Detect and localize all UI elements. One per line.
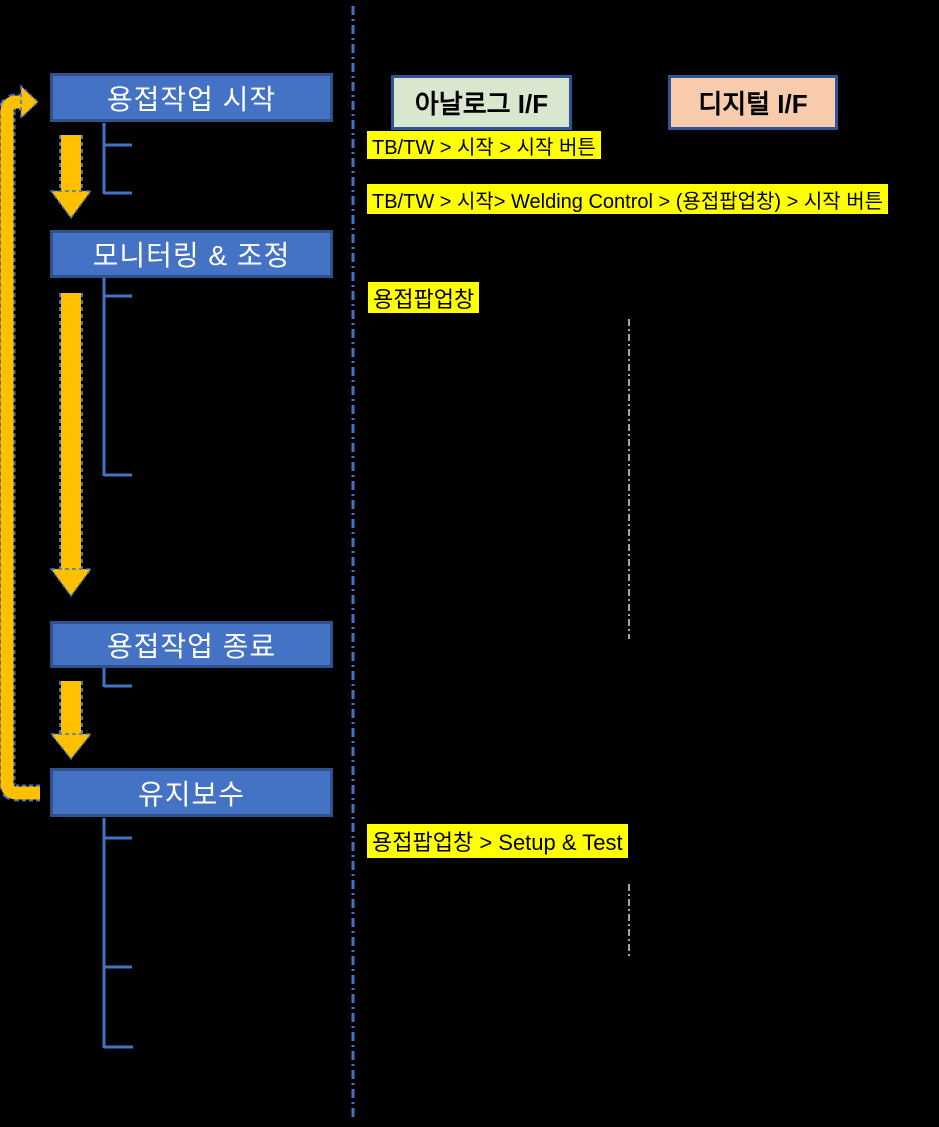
header-analog-if: 아날로그 I/F [391,75,572,130]
flow-box-end: 용접작업 종료 [50,621,333,668]
annotation-maintenance-popup: 용접팝업창 > Setup & Test [367,824,628,858]
bracket-under-monitoring [102,278,132,477]
bracket-under-maintenance [102,818,133,1049]
annotation-start-digital: TB/TW > 시작> Welding Control > (용접팝업창) > … [367,184,889,214]
flow-box-maintenance: 유지보수 [50,768,333,817]
bracket-under-end [102,667,132,688]
flow-box-monitoring: 모니터링 & 조정 [50,230,333,278]
loop-back-arrow-icon [0,84,40,802]
bracket-under-start [102,123,132,195]
flow-box-start: 용접작업 시작 [50,73,333,122]
annotation-start-analog: TB/TW > 시작 > 시작 버튼 [367,131,601,159]
down-arrow-2-icon [49,293,93,598]
annotation-monitoring-popup: 용접팝업창 [368,282,480,313]
header-digital-if: 디지털 I/F [668,75,838,130]
down-arrow-1-icon [49,135,93,220]
down-arrow-3-icon [49,681,93,761]
